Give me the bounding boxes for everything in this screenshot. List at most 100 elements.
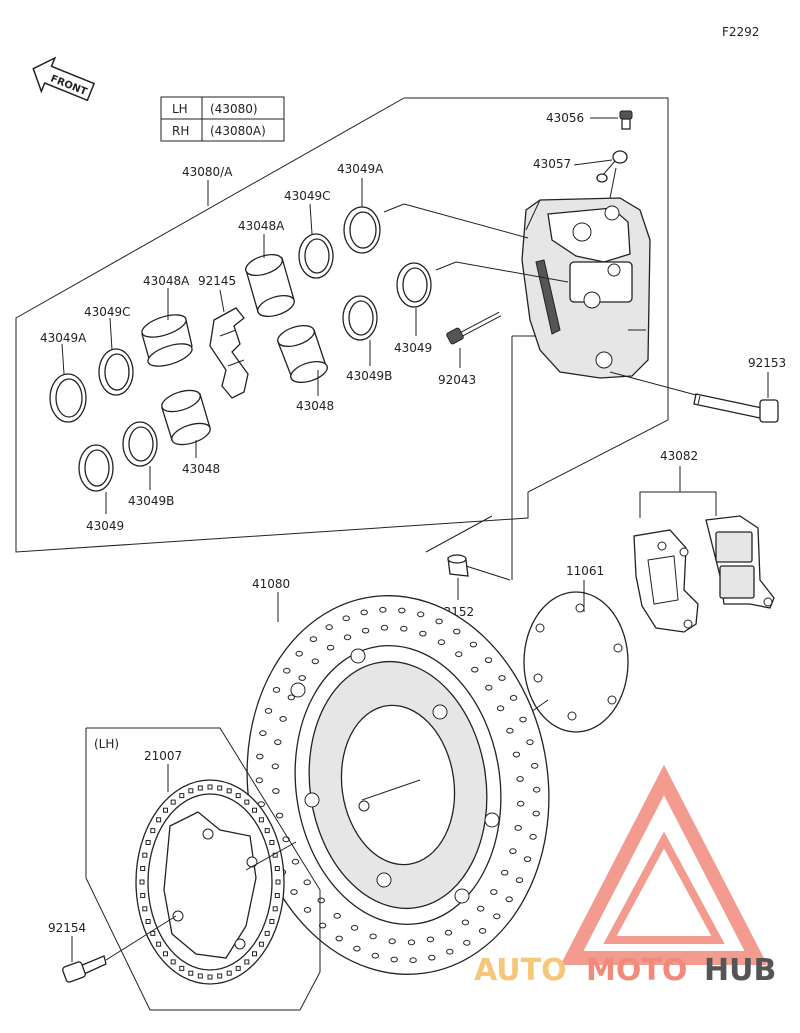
disc-vent-hole <box>455 651 463 658</box>
table-part-lh: (43080) <box>210 102 258 116</box>
sensor-ring-slot <box>140 866 146 871</box>
disc-vent-hole <box>390 956 398 963</box>
label-92154: 92154 <box>48 921 86 935</box>
sensor-ring-slot <box>150 930 156 936</box>
disc-vent-hole <box>380 624 389 631</box>
table-side-rh: RH <box>172 124 189 138</box>
label-43049a-left: 43049A <box>40 331 87 345</box>
disc-vent-hole <box>398 607 406 614</box>
disc-vent-hole <box>275 812 284 819</box>
disc-vent-hole <box>353 945 361 952</box>
disc-vent-hole <box>360 609 368 616</box>
sensor-ring-slot <box>264 828 270 834</box>
lh-note: (LH) <box>94 737 119 751</box>
label-43080a: 43080/A <box>182 165 233 179</box>
sensor-ring-slot <box>252 807 257 813</box>
label-43056: 43056 <box>546 111 584 125</box>
disc-vent-hole <box>444 929 453 936</box>
pad-spring-92145 <box>209 307 249 399</box>
sensor-ring-slot <box>179 965 185 971</box>
label-43049c-top: 43049C <box>284 189 331 203</box>
seal-43049-right <box>396 262 432 308</box>
sensor-ring-slot <box>274 893 280 898</box>
disc-vent-hole <box>326 644 335 651</box>
sensor-ring-slot <box>142 906 148 912</box>
disc-vent-hole <box>505 896 513 903</box>
piston-43048a-mid <box>141 314 193 367</box>
disc-vent-hole <box>526 739 534 746</box>
sensor-ring-slot <box>272 906 278 912</box>
sensor-ring-slot <box>170 959 176 965</box>
disc-vent-hole <box>437 639 446 646</box>
abs-sensor-ring-21007 <box>135 779 285 985</box>
disc-vent-hole <box>477 905 485 912</box>
sensor-ring-slot <box>197 973 203 979</box>
sensor-ring-slot <box>217 785 223 791</box>
label-43048a-top: 43048A <box>238 219 285 233</box>
sensor-ring-slot <box>275 879 281 885</box>
disc-vent-hole <box>517 800 525 807</box>
label-43049-low: 43049 <box>86 519 124 533</box>
sensor-ring-slot <box>163 807 168 813</box>
disc-vent-hole <box>325 624 333 631</box>
disc-vent-hole <box>417 611 425 618</box>
disc-vent-hole <box>335 935 343 942</box>
disc-vent-hole <box>531 762 539 769</box>
disc-vent-hole <box>428 954 436 961</box>
disc-vent-hole <box>463 939 471 946</box>
sensor-ring-slot <box>207 974 213 980</box>
brake-pads-43082 <box>633 515 775 633</box>
disc-vent-hole <box>509 695 518 701</box>
seal-43049c-top <box>298 233 334 279</box>
disc-vent-hole <box>509 848 517 854</box>
label-21007: 21007 <box>144 749 182 763</box>
sensor-ring-slot <box>197 785 203 791</box>
label-43049-right: 43049 <box>394 341 432 355</box>
disc-vent-hole <box>298 675 306 681</box>
disc-vent-hole <box>303 879 311 886</box>
sensor-ring-slot <box>156 941 162 947</box>
disc-vent-hole <box>255 777 263 784</box>
disc-vent-hole <box>361 627 370 634</box>
brake-disc-41080 <box>246 595 550 975</box>
seal-43049b-right <box>342 295 378 341</box>
label-43049b-low: 43049B <box>128 494 174 508</box>
sensor-ring-slot <box>170 799 176 805</box>
disc-vent-hole <box>453 628 461 635</box>
piston-43048-low <box>161 389 211 446</box>
disc-vent-hole <box>371 952 379 959</box>
disc-vent-hole <box>469 641 478 648</box>
collar-92152 <box>447 554 469 577</box>
disc-vent-hole <box>471 666 479 673</box>
sensor-ring-slot <box>226 970 232 976</box>
disc-vent-hole <box>461 919 470 926</box>
label-43082: 43082 <box>660 449 698 463</box>
watermark-moto: MOTO <box>586 953 687 988</box>
label-11061: 11061 <box>566 564 604 578</box>
sensor-ring-slot <box>207 784 213 790</box>
disc-vent-hole <box>317 897 325 904</box>
disc-vent-hole <box>350 924 359 931</box>
disc-vent-hole <box>311 658 319 665</box>
disc-vent-hole <box>490 889 498 895</box>
disc-vent-hole <box>498 675 506 681</box>
sensor-ring-slot <box>150 828 156 834</box>
disc-vent-hole <box>343 634 352 641</box>
sensor-ring-slot <box>179 793 185 799</box>
disc-vent-hole <box>264 708 273 714</box>
disc-vent-hole <box>274 739 282 745</box>
bleeder-cap <box>596 150 628 183</box>
sensor-ring-slot <box>244 799 250 805</box>
sensor-ring-slot <box>235 965 241 971</box>
disc-vent-hole <box>519 716 527 723</box>
disc-vent-hole <box>318 922 327 929</box>
disc-vent-hole <box>419 630 427 637</box>
disc-vent-hole <box>446 948 454 955</box>
sensor-ring-slot <box>139 879 145 885</box>
lh-panel-outline <box>85 727 321 1011</box>
sensor-ring-slot <box>226 788 232 794</box>
sensor-ring-slot <box>188 788 194 794</box>
sensor-ring-slot <box>244 959 250 965</box>
disc-vent-hole <box>435 618 443 625</box>
